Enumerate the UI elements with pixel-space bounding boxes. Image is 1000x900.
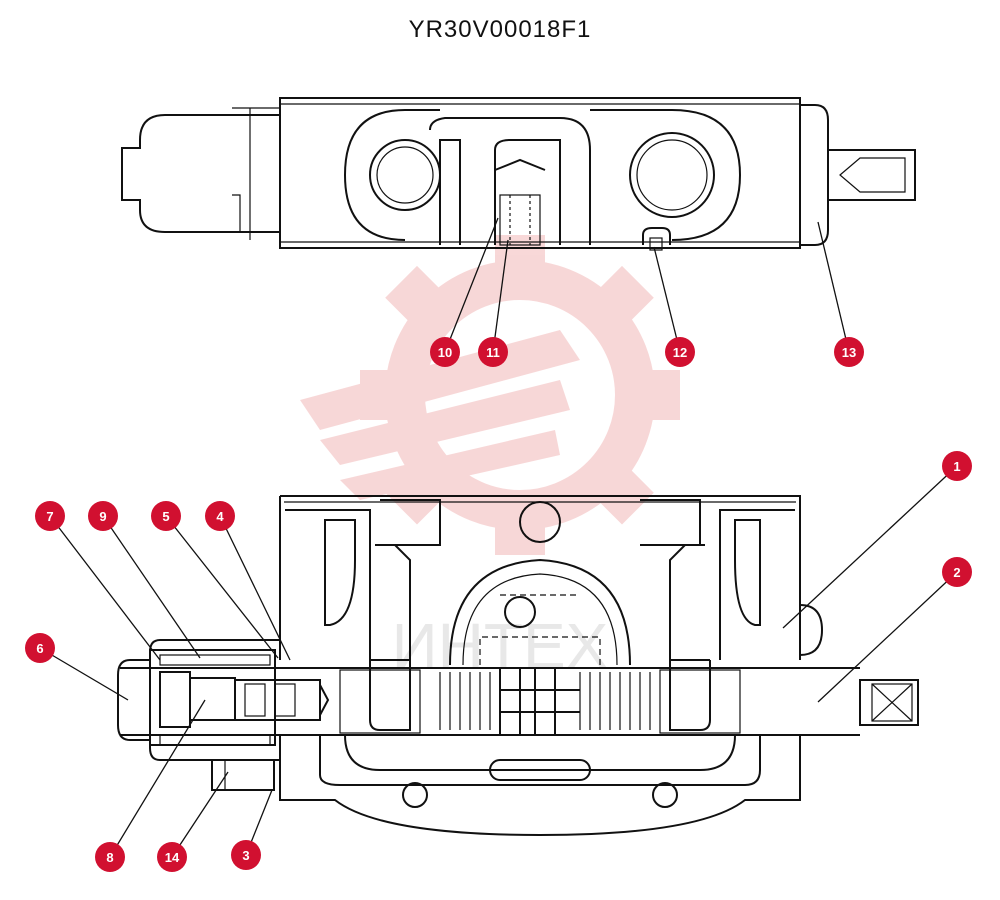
callout-11: 11 bbox=[478, 337, 508, 367]
callout-badge bbox=[231, 840, 261, 870]
callout-8: 8 bbox=[95, 842, 125, 872]
callout-badge bbox=[478, 337, 508, 367]
callout-badge bbox=[665, 337, 695, 367]
callout-label: 6 bbox=[36, 641, 43, 656]
callout-label: 14 bbox=[165, 850, 180, 865]
spool-grooves bbox=[439, 672, 651, 730]
leader-lines bbox=[39, 217, 958, 858]
callout-label: 9 bbox=[99, 509, 106, 524]
callout-1: 1 bbox=[942, 451, 972, 481]
callout-badge bbox=[151, 501, 181, 531]
callout-badge bbox=[157, 842, 187, 872]
callout-badge bbox=[942, 557, 972, 587]
callout-label: 12 bbox=[673, 345, 687, 360]
callout-14: 14 bbox=[157, 842, 187, 872]
callout-6: 6 bbox=[25, 633, 55, 663]
callout-label: 4 bbox=[216, 509, 224, 524]
callout-label: 10 bbox=[438, 345, 452, 360]
watermark-logo bbox=[300, 235, 680, 555]
callout-7: 7 bbox=[35, 501, 65, 531]
callout-label: 5 bbox=[162, 509, 169, 524]
callout-badge bbox=[942, 451, 972, 481]
callout-label: 11 bbox=[486, 345, 500, 360]
callout-5: 5 bbox=[151, 501, 181, 531]
callout-label: 7 bbox=[46, 509, 53, 524]
top-view bbox=[121, 97, 916, 251]
callout-2: 2 bbox=[942, 557, 972, 587]
callout-label: 8 bbox=[106, 850, 113, 865]
callout-badge bbox=[205, 501, 235, 531]
callout-13: 13 bbox=[834, 337, 864, 367]
callout-label: 2 bbox=[953, 565, 960, 580]
callout-badge bbox=[35, 501, 65, 531]
callout-label: 1 bbox=[953, 459, 960, 474]
callout-4: 4 bbox=[205, 501, 235, 531]
callout-10: 10 bbox=[430, 337, 460, 367]
callout-badge bbox=[95, 842, 125, 872]
callout-9: 9 bbox=[88, 501, 118, 531]
callout-badge bbox=[25, 633, 55, 663]
callout-badge bbox=[88, 501, 118, 531]
callout-badge bbox=[834, 337, 864, 367]
callout-3: 3 bbox=[231, 840, 261, 870]
callout-badge bbox=[430, 337, 460, 367]
callout-label: 13 bbox=[842, 345, 856, 360]
diagram-title: YR30V00018F1 bbox=[408, 16, 592, 43]
callout-label: 3 bbox=[242, 848, 249, 863]
bottom-view bbox=[117, 495, 919, 837]
callout-12: 12 bbox=[665, 337, 695, 367]
